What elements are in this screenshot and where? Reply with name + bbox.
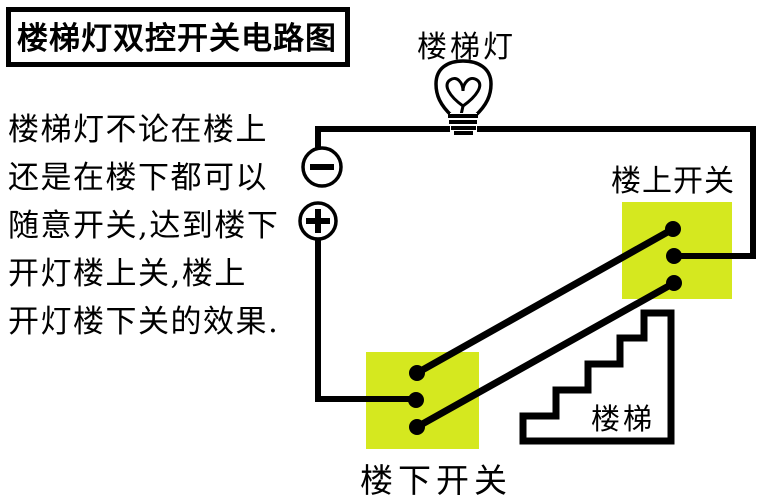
plus-icon xyxy=(306,209,330,233)
lower-switch-common-contact-dot xyxy=(408,392,424,408)
traveller-wire-bottom xyxy=(413,279,678,431)
upper-switch-bottom-contact-dot xyxy=(666,275,682,291)
lamp-label: 楼梯灯 xyxy=(417,30,516,65)
upper-switch-label: 楼上开关 xyxy=(611,164,735,199)
page-title: 楼梯灯双控开关电路图 xyxy=(6,7,350,67)
battery-to-lower-switch-wire xyxy=(315,237,414,402)
lower-switch-bottom-contact-dot xyxy=(409,419,425,435)
light-bulb-icon xyxy=(434,59,493,135)
lamp-circuit-wire xyxy=(315,126,756,259)
stairs-label: 楼梯 xyxy=(591,402,656,436)
description-line: 随意开关,达到楼下 xyxy=(8,208,280,244)
bulb-filament xyxy=(445,76,482,116)
description-text: 楼梯灯不论在楼上 还是在楼下都可以 随意开关,达到楼下 开灯楼上关,楼上 开灯楼… xyxy=(8,106,279,346)
staircase-outline-icon xyxy=(519,309,675,445)
bulb-base-threads xyxy=(448,114,478,135)
description-line: 开灯楼上关,楼上 xyxy=(8,256,247,292)
upper-switch-common-contact-dot xyxy=(666,248,682,264)
upper-switch-top-contact-dot xyxy=(665,221,681,237)
lower-switch-top-contact-dot xyxy=(409,365,425,381)
lower-switch-label: 楼下开关 xyxy=(360,461,512,495)
description-line: 还是在楼下都可以 xyxy=(8,160,268,196)
traveller-wire-top xyxy=(413,225,677,377)
description-line: 楼梯灯不论在楼上 xyxy=(8,112,268,148)
description-line: 开灯楼下关的效果. xyxy=(8,304,280,340)
